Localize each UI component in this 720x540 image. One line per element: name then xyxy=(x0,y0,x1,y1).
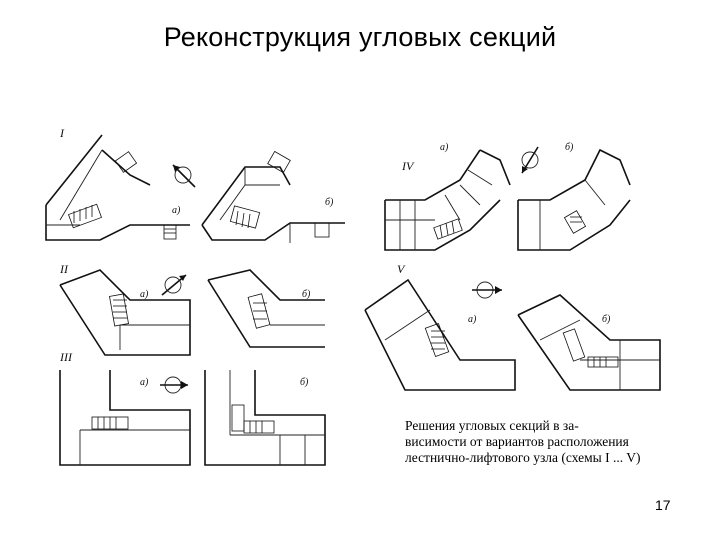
orientation-mark-3 xyxy=(160,376,188,394)
scheme-1-numeral: I xyxy=(59,126,65,140)
slide-title: Реконструкция угловых секций xyxy=(163,22,557,52)
scheme-2-plan: II а) xyxy=(59,262,191,356)
scheme-4-variant-a: а) xyxy=(440,142,449,153)
orientation-mark-4 xyxy=(521,146,539,174)
scheme-5-variant-a: а) xyxy=(468,314,477,325)
scheme-3-numeral: III xyxy=(59,350,73,364)
floor-plan-figure: I а) xyxy=(40,125,700,495)
scheme-1-variant-a: а) xyxy=(172,205,181,216)
floor-plan-drawing: I а) xyxy=(45,126,661,466)
scheme-2-variant-b-plan: б) xyxy=(207,269,325,348)
scheme-2-numeral: II xyxy=(59,262,69,276)
scheme-5-plan: V а) xyxy=(364,262,516,391)
orientation-mark-1 xyxy=(172,164,196,188)
scheme-3-variant-a: а) xyxy=(140,377,149,388)
caption-line: висимости от вариантов расположения xyxy=(405,434,629,449)
scheme-4-variant-b-plan: б) xyxy=(517,142,631,251)
figure-caption: Решения угловых секций в за- висимости о… xyxy=(405,418,675,466)
caption-line: Решения угловых секций в за- xyxy=(405,418,579,433)
scheme-4-numeral: IV xyxy=(401,159,415,173)
scheme-1-variant-b-plan: б) xyxy=(201,150,345,243)
orientation-mark-2 xyxy=(161,274,187,296)
scheme-4-plan: IV а) xyxy=(384,142,511,251)
scheme-4-variant-b: б) xyxy=(565,142,574,153)
scheme-5-numeral: V xyxy=(397,262,406,276)
orientation-mark-5 xyxy=(472,281,502,299)
scheme-3-variant-b-plan: б) xyxy=(204,370,326,466)
scheme-3-variant-b: б) xyxy=(300,377,309,388)
page-number: 17 xyxy=(655,497,671,513)
scheme-1-plan: I а) xyxy=(45,126,190,241)
caption-line: лестнично-лифтового узла (схемы I ... V) xyxy=(405,450,641,465)
scheme-5-variant-b: б) xyxy=(602,314,611,325)
scheme-3-plan: III а) xyxy=(59,350,191,466)
scheme-5-variant-b-plan: б) xyxy=(517,294,661,391)
scheme-1-variant-b: б) xyxy=(325,197,334,208)
scheme-2-variant-b: б) xyxy=(302,289,311,300)
scheme-2-variant-a: а) xyxy=(140,289,149,300)
